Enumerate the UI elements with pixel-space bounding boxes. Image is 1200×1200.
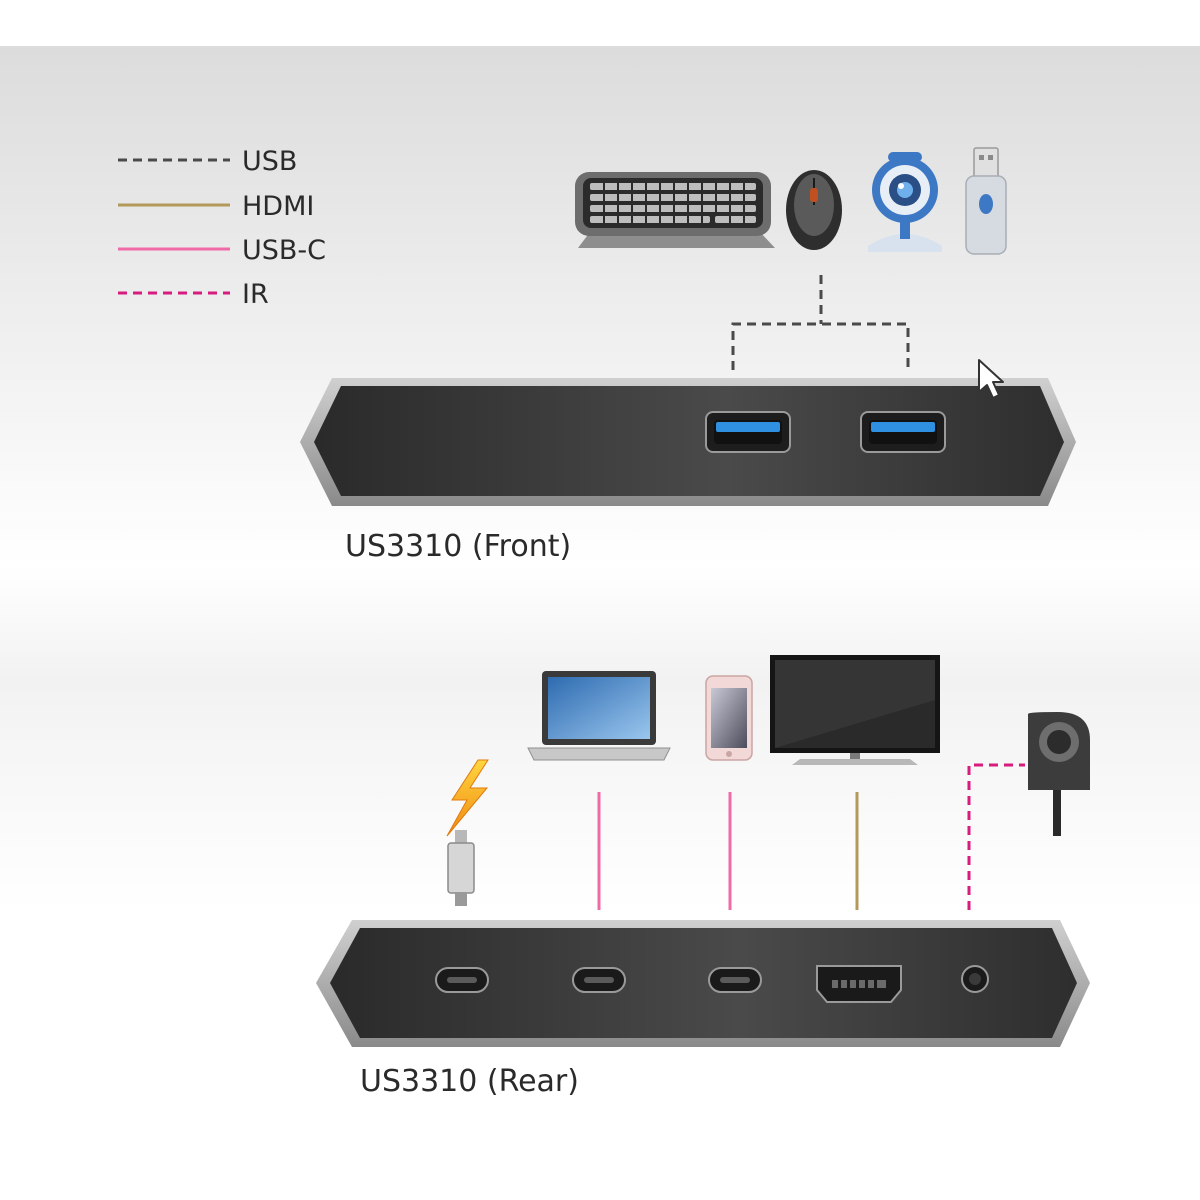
rear-cables	[597, 763, 1025, 910]
ir-cable	[967, 763, 1025, 910]
ir-receiver-icon	[1028, 712, 1090, 836]
rear-device	[316, 920, 1090, 1047]
webcam-icon	[868, 152, 942, 252]
usb-a-port-1	[705, 411, 791, 453]
power-adapter-icon	[446, 759, 489, 906]
front-usb-cables	[731, 275, 910, 370]
legend-ir-label: IR	[242, 279, 269, 310]
usb-a-port-2	[860, 411, 946, 453]
front-device	[300, 378, 1076, 506]
rear-caption: US3310 (Rear)	[360, 1064, 579, 1099]
legend-hdmi-label: HDMI	[242, 191, 314, 222]
front-caption: US3310 (Front)	[345, 529, 571, 564]
usb-c-port-1	[572, 967, 626, 993]
smartphone-icon	[705, 675, 753, 761]
legend: USB HDMI USB-C IR	[118, 146, 326, 310]
usb-flash-drive-icon	[965, 147, 1007, 255]
hdmi-port	[816, 965, 902, 1003]
keyboard-icon	[575, 172, 775, 248]
legend-usb-label: USB	[242, 146, 297, 177]
legend-usbc-label: USB-C	[242, 235, 326, 266]
usb-c-port-2	[708, 967, 762, 993]
monitor-icon	[770, 655, 940, 765]
laptop-icon	[527, 671, 671, 761]
mouse-cursor-icon	[978, 359, 1004, 399]
mouse-icon	[786, 170, 842, 250]
usb-c-power-port	[435, 967, 489, 993]
ir-jack	[961, 965, 989, 993]
